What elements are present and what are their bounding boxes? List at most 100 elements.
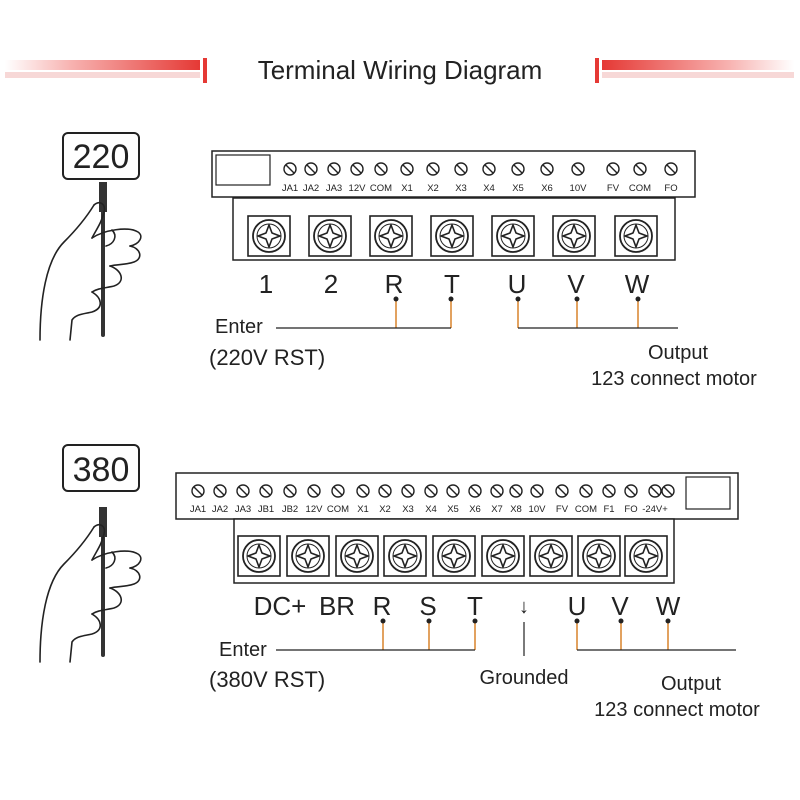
power-terminal-label: R	[385, 269, 404, 299]
control-terminal-label: 10V	[570, 183, 588, 194]
control-terminal-label: COM	[370, 183, 392, 194]
output-sub-220: 123 connect motor	[591, 368, 757, 390]
screw-terminal-icon	[237, 535, 281, 577]
power-terminal-label: 2	[324, 269, 338, 299]
control-terminal-label: JA2	[212, 504, 228, 515]
control-terminal: JA2	[303, 162, 319, 194]
control-terminal: X4	[482, 162, 496, 194]
input-sub-380: (380V RST)	[209, 667, 325, 692]
output-label-220: Output	[648, 342, 708, 364]
power-terminal-label: S	[419, 591, 436, 621]
control-terminal-label: JA1	[282, 183, 298, 194]
control-terminal-label: JA2	[303, 183, 319, 194]
control-terminal: JA1	[190, 484, 206, 515]
control-terminal-label: JA3	[326, 183, 342, 194]
control-terminal-label: 10V	[529, 504, 547, 515]
power-terminal-label: W	[656, 591, 681, 621]
control-terminal: -24V+	[642, 484, 668, 515]
voltage-badge-220: 220	[62, 132, 140, 180]
wiring-220	[276, 296, 678, 329]
control-terminal-label: FV	[607, 183, 620, 194]
screw-terminal-icon	[430, 215, 474, 257]
control-terminal-label: JA3	[235, 504, 251, 515]
screw-terminal-icon	[383, 535, 427, 577]
power-terminal-label: 1	[259, 269, 273, 299]
control-terminal-label: X4	[425, 504, 437, 515]
control-terminal-label: FV	[556, 504, 569, 515]
control-terminal: JA3	[235, 484, 251, 515]
ground-label-380: Grounded	[480, 667, 569, 689]
control-terminal-label: X4	[483, 183, 495, 194]
screw-terminal-icon	[369, 215, 413, 257]
control-terminal-label: 12V	[306, 504, 324, 515]
control-terminal-label: X5	[447, 504, 459, 515]
control-terminal: FV	[555, 484, 569, 515]
control-terminal: FO	[664, 162, 678, 194]
power-terminal-label: BR	[319, 591, 355, 621]
control-terminal-label: FO	[624, 504, 637, 515]
hand-with-cable-icon	[39, 507, 142, 663]
control-terminal: X8	[509, 484, 523, 515]
svg-text:380: 380	[73, 451, 130, 489]
control-terminal: 10V	[570, 162, 588, 194]
voltage-badge-380: 380	[62, 444, 140, 492]
screw-terminal-icon	[577, 535, 621, 577]
control-terminal: 12V	[306, 484, 324, 515]
control-terminal-label: JA1	[190, 504, 206, 515]
control-terminal-label: X2	[379, 504, 391, 515]
power-terminal-label: U	[508, 269, 527, 299]
power-terminal-label: V	[567, 269, 585, 299]
control-terminal-label: COM	[629, 183, 651, 194]
control-terminal: JA2	[212, 484, 228, 515]
page-title: Terminal Wiring Diagram	[257, 55, 543, 85]
header-bar-left	[5, 58, 207, 83]
control-terminal: X5	[446, 484, 460, 515]
power-terminal-label: T	[467, 591, 483, 621]
control-terminal: JA1	[282, 162, 298, 194]
screw-terminal-icon	[247, 215, 291, 257]
output-sub-380: 123 connect motor	[594, 699, 760, 721]
power-terminal-label: V	[611, 591, 629, 621]
control-terminal-label: FO	[664, 183, 677, 194]
control-terminal-label: COM	[327, 504, 349, 515]
control-terminal-label: X5	[512, 183, 524, 194]
control-terminal-label: 12V	[349, 183, 367, 194]
control-terminal-label: JB1	[258, 504, 274, 515]
screw-terminal-icon	[308, 215, 352, 257]
screw-terminal-icon	[491, 215, 535, 257]
control-terminal: X7	[490, 484, 504, 515]
control-terminal: X1	[356, 484, 370, 515]
control-terminal-label: X7	[491, 504, 503, 515]
control-terminal: COM	[327, 484, 349, 515]
input-label-380: Enter	[219, 639, 267, 661]
ground-arrow-icon: ↓	[519, 596, 529, 618]
wiring-380	[276, 618, 736, 656]
control-terminal: 10V	[529, 484, 547, 515]
control-terminal: X3	[401, 484, 415, 515]
screw-terminal-icon	[529, 535, 573, 577]
power-terminal-label: W	[625, 269, 650, 299]
hand-with-cable-icon	[39, 182, 142, 341]
header-bar-right	[595, 58, 794, 83]
power-terminal-label: U	[568, 591, 587, 621]
screw-terminal-icon	[481, 535, 525, 577]
control-terminal: JA3	[326, 162, 342, 194]
control-terminal: X2	[378, 484, 392, 515]
input-label-220: Enter	[215, 316, 263, 338]
control-terminal	[661, 484, 675, 498]
control-terminal: FO	[624, 484, 638, 515]
control-terminal-label: X3	[455, 183, 467, 194]
output-label-380: Output	[661, 673, 721, 695]
control-terminal-label: X1	[401, 183, 413, 194]
screw-terminal-icon	[335, 535, 379, 577]
control-terminal-label: X8	[510, 504, 522, 515]
control-terminal: COM	[629, 162, 651, 194]
control-terminal-label: X1	[357, 504, 369, 515]
control-terminal: X3	[454, 162, 468, 194]
control-terminal-label: X6	[469, 504, 481, 515]
svg-text:220: 220	[73, 138, 130, 176]
control-terminal: 12V	[349, 162, 367, 194]
control-terminal-label: X3	[402, 504, 414, 515]
control-terminal-label: F1	[603, 504, 614, 515]
